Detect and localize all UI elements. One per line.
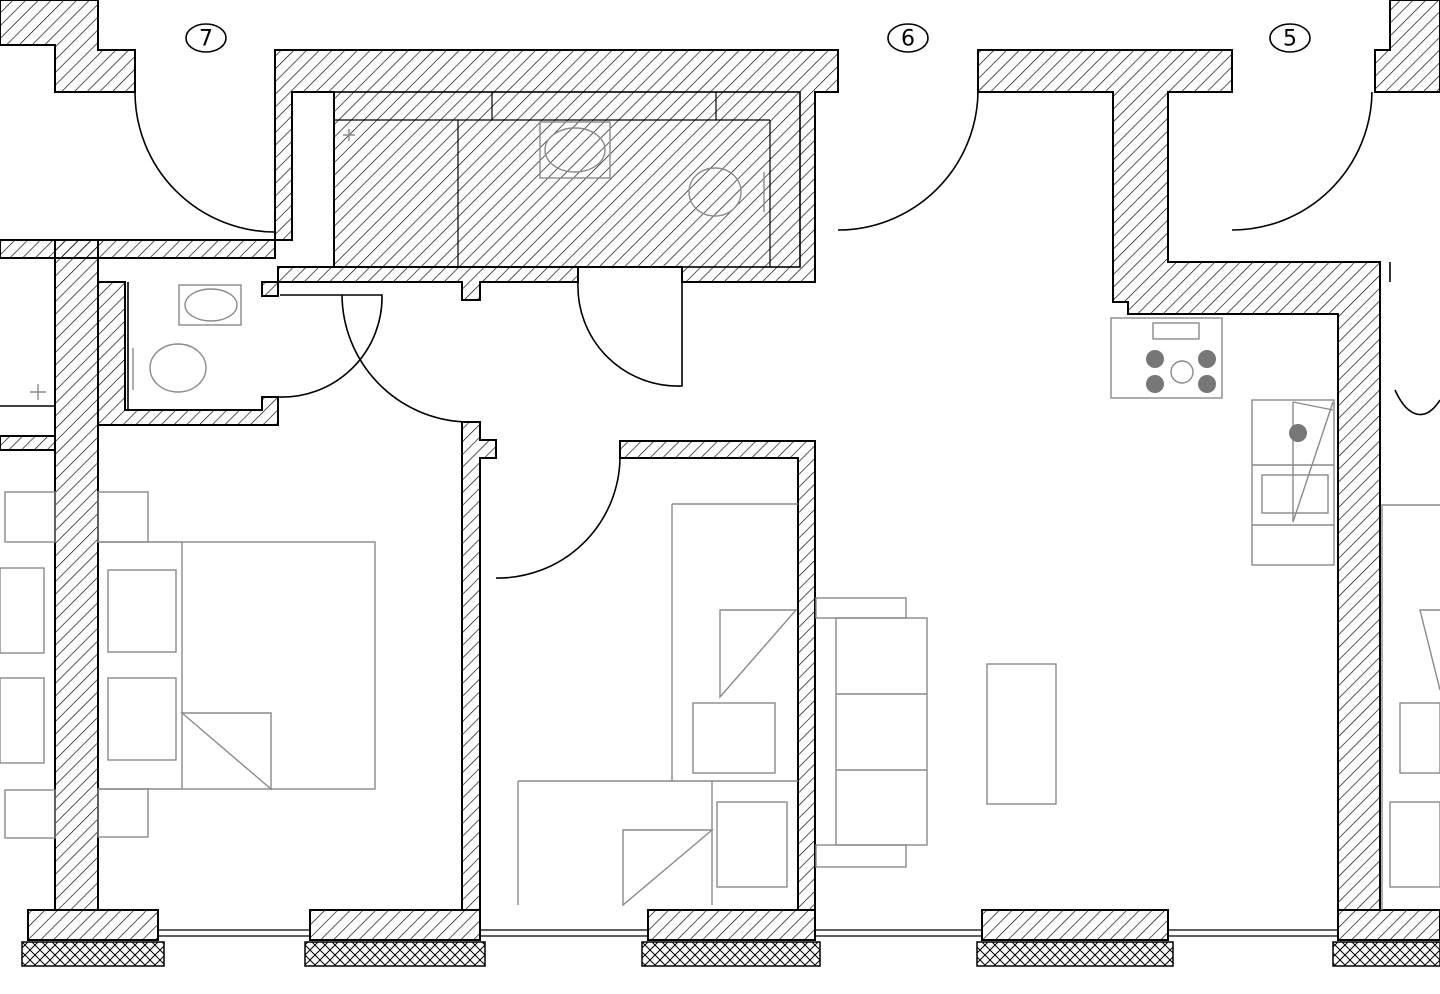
right-edge xyxy=(1381,262,1440,910)
wall-left-edge xyxy=(0,435,56,451)
wall-bottom-1 xyxy=(27,909,159,941)
bathroom xyxy=(333,91,801,268)
door-bedroom2 xyxy=(495,457,621,579)
wall-left-upper xyxy=(0,239,276,259)
apartment-label-6-text: 6 xyxy=(901,27,915,52)
apartment-label-5-text: 5 xyxy=(1283,27,1297,52)
apartment-label-7-text: 7 xyxy=(199,27,213,52)
wall-top-right xyxy=(977,49,1381,911)
doors xyxy=(134,91,1440,579)
kitchen xyxy=(1110,317,1335,566)
wall-top-bath xyxy=(274,49,839,283)
bedroom-2 xyxy=(517,503,798,907)
wall-left-vertical xyxy=(54,239,99,911)
bedroom-1 xyxy=(97,491,376,838)
walls xyxy=(0,0,1440,941)
door-hall xyxy=(341,294,471,423)
apartment-label-6: 6 xyxy=(887,23,929,53)
wall-wc-top xyxy=(261,266,579,301)
apartment-label-7: 7 xyxy=(185,23,227,53)
apartment-labels: 7 6 5 xyxy=(185,23,1311,53)
wall-bottom-2 xyxy=(309,909,481,941)
door-wc xyxy=(277,294,383,398)
door-apt5 xyxy=(1231,91,1373,231)
apartment-label-5: 5 xyxy=(1269,23,1311,53)
wall-bottom-5 xyxy=(1337,909,1440,941)
wall-bottom-3 xyxy=(647,909,816,941)
living-room xyxy=(815,597,1057,868)
wc xyxy=(127,282,242,410)
door-apt6 xyxy=(837,91,979,231)
door-apt7 xyxy=(134,91,276,233)
left-strip xyxy=(0,257,56,839)
wall-corridor xyxy=(461,421,497,911)
wall-bottom-4 xyxy=(981,909,1169,941)
wall-top-left xyxy=(0,0,136,93)
windows xyxy=(158,929,1338,937)
wall-wc xyxy=(97,281,279,426)
wall-top-far-right xyxy=(1374,0,1440,93)
insulation xyxy=(21,941,1440,967)
door-bath xyxy=(577,281,683,387)
door-right-edge xyxy=(1394,389,1440,416)
